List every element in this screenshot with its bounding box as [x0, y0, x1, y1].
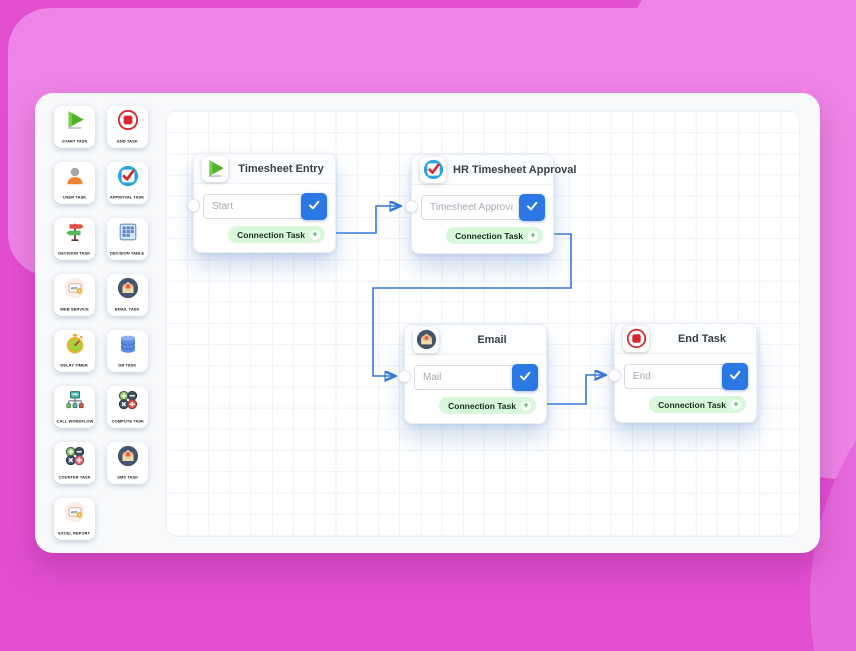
connection-task-button[interactable]: Connection Task +: [439, 397, 536, 414]
input-port[interactable]: [398, 370, 411, 383]
palette-item-label: EXCEL REPORT: [58, 530, 91, 536]
node-header: HR Timesheet Approval: [412, 155, 576, 185]
check-icon: [518, 369, 532, 386]
plus-icon: +: [310, 229, 320, 240]
workflow-canvas[interactable]: Timesheet EntryConnection Task+HR Timesh…: [165, 110, 800, 537]
connection-task-label: Connection Task: [658, 399, 726, 410]
api-gear-icon: API: [64, 501, 86, 528]
palette-item-web-service[interactable]: API WEB SERVICE: [54, 274, 95, 316]
node-body: Connection Task +: [405, 355, 546, 423]
node-title: End Task: [677, 332, 727, 345]
confirm-checkbox-button[interactable]: [301, 193, 327, 220]
palette-item-label: DB TASK: [118, 362, 137, 368]
confirm-checkbox-button[interactable]: [512, 364, 538, 391]
svg-text:API: API: [70, 509, 77, 514]
node-title: HR Timesheet Approval: [453, 163, 577, 176]
palette-item-label: DELAY TIMER: [60, 362, 89, 368]
palette-item-delay-timer[interactable]: DELAY TIMER: [54, 330, 95, 372]
connection-task-button[interactable]: Connection Task +: [228, 226, 325, 243]
palette-item-start-task[interactable]: START TASK: [54, 106, 95, 148]
signpost-icon: [64, 221, 86, 248]
connection-task-label: Connection Task: [455, 230, 523, 241]
connection-task-button[interactable]: Connection Task +: [446, 227, 543, 244]
svg-text:API: API: [70, 285, 77, 290]
palette-item-label: APPROVAL TASK: [110, 194, 145, 200]
palette-item-counter-task[interactable]: COUNTER TASK: [54, 442, 95, 484]
mail-circle-icon: [117, 445, 139, 472]
palette-item-decision-task[interactable]: DECISION TASK: [54, 218, 95, 260]
database-icon: [117, 333, 139, 360]
palette-item-label: USER TASK: [62, 194, 87, 200]
palette-item-label: SMS TASK: [117, 474, 138, 480]
connection-line-email-to-end-task: [547, 375, 604, 405]
node-header: End Task: [615, 324, 756, 354]
node-title: Email: [477, 333, 507, 346]
node-title: Timesheet Entry: [238, 162, 324, 175]
node-header: Timesheet Entry: [194, 154, 335, 184]
connection-task-label: Connection Task: [237, 229, 305, 240]
node-body: Connection Task +: [412, 185, 553, 253]
palette-item-label: END TASK: [117, 138, 138, 144]
node-body: Connection Task +: [615, 354, 756, 422]
palette-item-approval-task[interactable]: APPROVAL TASK: [107, 162, 148, 204]
connection-task-label: Connection Task: [448, 400, 516, 411]
stopwatch-icon: [64, 333, 86, 360]
plus-icon: +: [731, 399, 741, 410]
palette-item-label: EMAIL TASK: [115, 306, 140, 312]
table-icon: [117, 221, 139, 248]
check-icon: [525, 199, 539, 216]
mail-circle-icon: [117, 277, 139, 304]
palette-item-label: CALL WORKFLOW: [56, 418, 93, 424]
palette-item-sms-task[interactable]: SMS TASK: [107, 442, 148, 484]
node-timesheet-entry[interactable]: Timesheet EntryConnection Task +: [187, 153, 336, 253]
palette-item-user-task[interactable]: USER TASK: [54, 162, 95, 204]
palette-item-email-task[interactable]: EMAIL TASK: [107, 274, 148, 316]
user-icon: [64, 165, 86, 192]
play-icon: [64, 109, 86, 136]
input-port[interactable]: [405, 200, 418, 213]
plus-icon: +: [521, 400, 531, 411]
confirm-checkbox-button[interactable]: [722, 363, 748, 390]
palette-item-label: COMPUTE TASK: [111, 418, 144, 424]
app-card: START TASK END TASK USER TASK APPROVAL TASK…: [35, 93, 820, 553]
palette-item-label: WEB SERVICE: [60, 306, 89, 312]
check-icon: [307, 198, 321, 215]
confirm-checkbox-button[interactable]: [519, 194, 545, 221]
palette-item-label: DECISION TASK: [58, 250, 91, 256]
palette-item-db-task[interactable]: DB TASK: [107, 330, 148, 372]
node-body: Connection Task +: [194, 184, 335, 252]
connection-line-timesheet-entry-to-hr-timesheet-approval: [336, 206, 399, 234]
palette-item-call-workflow[interactable]: CALL WORKFLOW: [54, 386, 95, 428]
palette-item-label: DECISION TABLE: [110, 250, 145, 256]
compute-icon: [117, 389, 139, 416]
approval-icon: [117, 165, 139, 192]
api-gear-icon: API: [64, 277, 86, 304]
palette-item-decision-table[interactable]: DECISION TABLE: [107, 218, 148, 260]
play-icon: [202, 155, 228, 182]
approval-icon: [420, 156, 446, 183]
workflow-tree-icon: [64, 389, 86, 416]
node-email[interactable]: EmailConnection Task +: [398, 324, 547, 424]
palette-item-excel-report[interactable]: API EXCEL REPORT: [54, 498, 95, 540]
node-header: Email: [405, 325, 546, 355]
stop-icon: [117, 109, 139, 136]
palette-item-label: START TASK: [61, 138, 88, 144]
node-end-task[interactable]: End TaskConnection Task +: [608, 323, 757, 423]
input-port[interactable]: [608, 369, 621, 382]
connection-task-button[interactable]: Connection Task +: [649, 396, 746, 413]
palette-item-compute-task[interactable]: COMPUTE TASK: [107, 386, 148, 428]
plus-icon: +: [528, 230, 538, 241]
task-palette: START TASK END TASK USER TASK APPROVAL TASK…: [54, 106, 148, 540]
counter-icon: [64, 445, 86, 472]
mail-circle-icon: [413, 326, 439, 353]
check-icon: [728, 368, 742, 385]
palette-item-end-task[interactable]: END TASK: [107, 106, 148, 148]
palette-item-label: COUNTER TASK: [58, 474, 91, 480]
stop-icon: [623, 325, 649, 352]
input-port[interactable]: [187, 199, 200, 212]
